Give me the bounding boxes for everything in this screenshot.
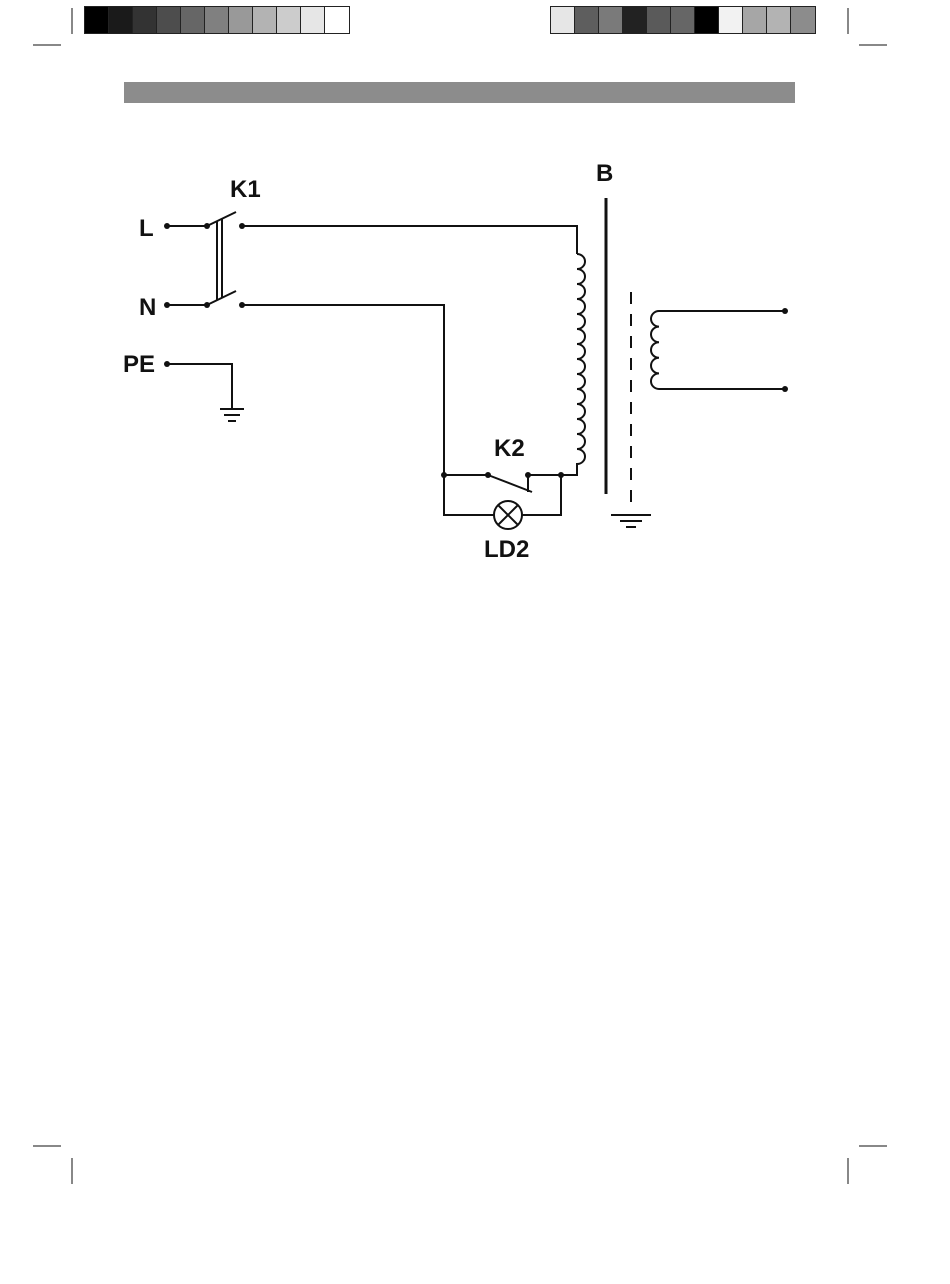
label-N: N <box>139 294 156 321</box>
wire-N-to-k2 <box>242 305 444 475</box>
wire-L-to-primary <box>242 226 577 254</box>
label-LD2: LD2 <box>484 536 529 563</box>
wire-PE <box>167 364 232 408</box>
lamp-ld2-icon <box>494 501 522 529</box>
secondary-terminal-1 <box>782 308 788 314</box>
k2-blade <box>488 475 532 492</box>
transformer-primary-coil <box>561 254 585 475</box>
pe-earth <box>164 361 244 421</box>
label-PE: PE <box>123 351 155 378</box>
transformer-secondary-coil <box>651 311 785 389</box>
label-K2: K2 <box>494 435 525 462</box>
switch-k2-circuit <box>441 472 564 529</box>
input-terminals <box>164 223 210 308</box>
screen-earth <box>611 515 651 527</box>
secondary-terminal-2 <box>782 386 788 392</box>
switch-k1 <box>207 212 245 308</box>
label-K1: K1 <box>230 176 261 203</box>
label-L: L <box>139 215 154 242</box>
wire-lamp-left <box>444 475 494 515</box>
label-B: B <box>596 160 613 187</box>
